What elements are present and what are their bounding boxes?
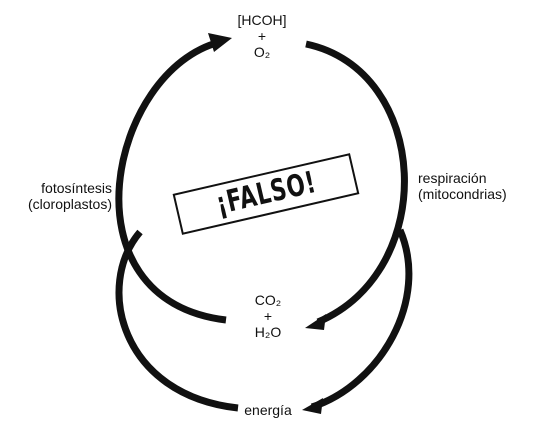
middle-compound: CO₂ + H₂O — [238, 292, 298, 340]
right-process-line2: (mitocondrias) — [418, 186, 507, 202]
energy-in-arc — [115, 229, 239, 412]
left-process-line2: (cloroplastos) — [27, 196, 112, 212]
middle-compound-plus: + — [263, 308, 273, 324]
respiration-arrowhead — [305, 314, 326, 330]
energy-out-arc — [310, 228, 413, 411]
top-compound: [HCOH] + O₂ — [226, 12, 298, 60]
top-compound-line3: O₂ — [253, 44, 271, 60]
top-compound-line1: [HCOH] — [237, 12, 287, 28]
right-process-label: respiración (mitocondrias) — [418, 170, 538, 202]
respiration-arc — [305, 40, 408, 326]
photosynthesis-arrowhead — [208, 33, 232, 52]
energy-out-arrowhead — [302, 398, 323, 414]
top-compound-plus: + — [257, 28, 267, 44]
energy-label: energía — [244, 402, 292, 418]
left-process-label: fotosíntesis (cloroplastos) — [8, 180, 112, 212]
left-process-line1: fotosíntesis — [41, 180, 112, 196]
middle-compound-line1: CO₂ — [254, 292, 282, 308]
right-process-line1: respiración — [418, 170, 487, 186]
photosynthesis-arc — [115, 38, 227, 324]
middle-compound-line3: H₂O — [254, 324, 282, 340]
